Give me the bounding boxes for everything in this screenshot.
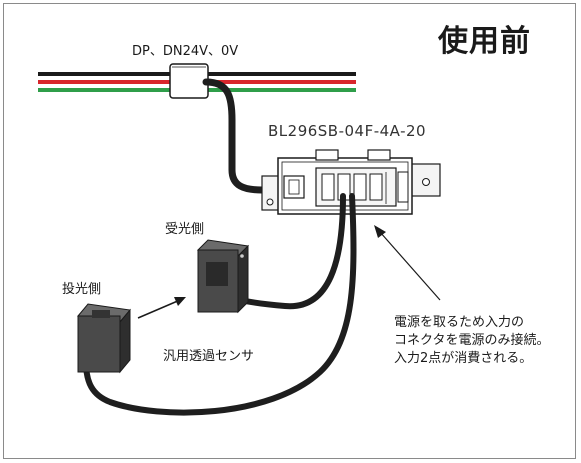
bus-splice-connector (169, 63, 209, 99)
note-line: 電源を取るため入力の (394, 315, 525, 330)
beam-arrow (137, 297, 186, 319)
receiver-cable (229, 193, 346, 310)
emitter-label: 投光側 (62, 282, 102, 297)
page-title: 使用前 (438, 24, 531, 59)
power-cable (202, 78, 280, 194)
emitter-sensor (77, 303, 131, 374)
annotation-note: 電源を取るため入力の コネクタを電源のみ接続。 入力2点が消費される。 (394, 314, 549, 368)
module-model-label: BL296SB-04F-4A-20 (268, 122, 427, 140)
note-line: コネクタを電源のみ接続。 (394, 333, 550, 348)
note-line: 入力2点が消費される。 (394, 351, 533, 366)
diagram-frame (3, 3, 576, 459)
note-pointer-arrow (374, 225, 441, 301)
receiver-label: 受光側 (165, 222, 205, 237)
receiver-sensor (196, 239, 250, 314)
bus-wire-label: DP、DN24V、0V (132, 44, 239, 59)
emitter-cable (83, 193, 357, 416)
sensor-type-label: 汎用透過センサ (163, 349, 255, 364)
